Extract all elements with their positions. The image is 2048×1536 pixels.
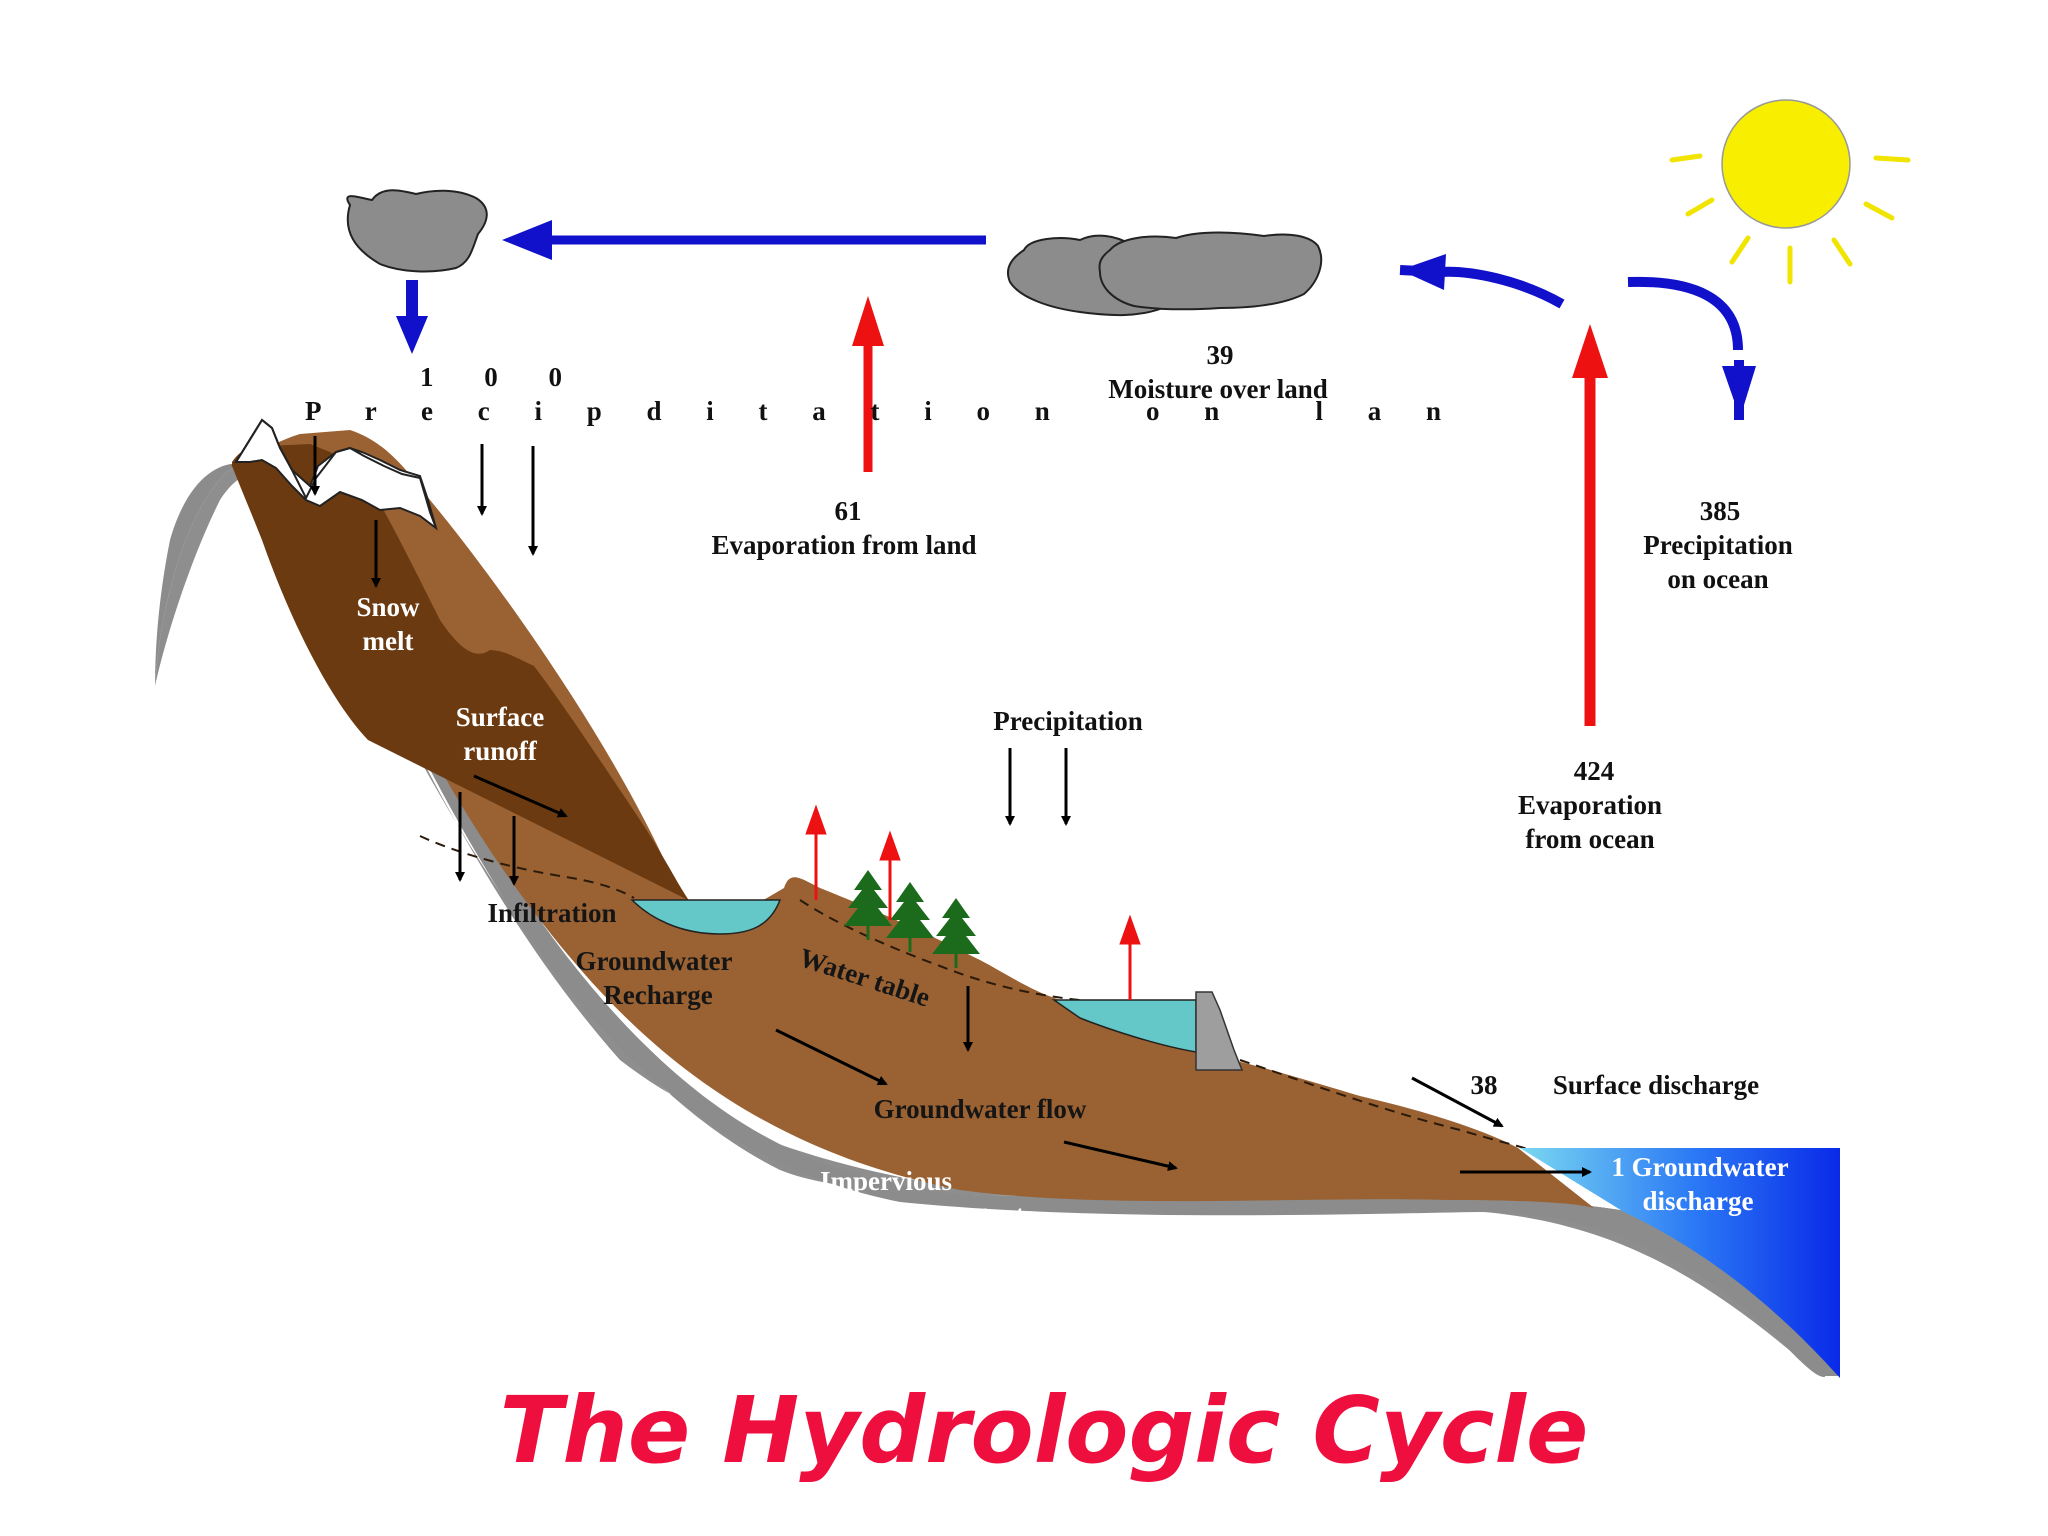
evap-ocean-value: 424 <box>1574 756 1615 786</box>
evap-land-value: 61 <box>835 496 862 526</box>
surface-discharge-value: 38 <box>1471 1070 1498 1100</box>
precipitation-ocean-arrow <box>1627 276 1756 420</box>
moisture-land-value: 39 <box>1207 340 1234 370</box>
ocean-to-land-moisture-arrow <box>1399 254 1565 309</box>
evap-land-label: Evaporation from land <box>711 530 976 560</box>
precip-ocean-value: 385 <box>1700 496 1741 526</box>
groundwater-flow-label: Groundwater flow <box>874 1094 1087 1124</box>
groundwater-recharge-line2: Recharge <box>603 980 712 1010</box>
evaporation-ocean-arrow <box>1572 324 1608 726</box>
tree-icon <box>844 870 980 968</box>
evap-ocean-line1: Evaporation <box>1518 790 1662 820</box>
groundwater-recharge-line1: Groundwater <box>575 946 732 976</box>
precipitation-land-arrow <box>396 280 428 354</box>
lake-upper <box>630 899 782 935</box>
surface-runoff-line2: runoff <box>463 736 538 766</box>
surface-discharge-label: Surface discharge <box>1553 1070 1759 1100</box>
cloud-icon <box>346 189 488 273</box>
water-table-line <box>419 835 1531 1151</box>
surface-runoff-line1: Surface <box>456 702 544 732</box>
dam-icon <box>1195 991 1244 1071</box>
moisture-land-label: Moisture over land <box>1108 374 1328 404</box>
evap-ocean-line2: from ocean <box>1525 824 1654 854</box>
impervious-label: Impervious <box>820 1166 952 1196</box>
flow-arrows <box>310 436 1592 1177</box>
snow-melt-line1: Snow <box>356 592 420 622</box>
ocean <box>1520 1148 1840 1378</box>
cloud-icon <box>1006 231 1323 317</box>
precip-ocean-line2: on ocean <box>1667 564 1768 594</box>
mountain-icon <box>232 418 688 900</box>
precip-ocean-line1: Precipitation <box>1643 530 1792 560</box>
precipitation-label: Precipitation <box>993 706 1142 736</box>
groundwater-discharge-line1: 1 Groundwater <box>1611 1152 1788 1182</box>
transpiration-arrows <box>805 804 1141 1000</box>
sun-icon <box>1669 99 1911 285</box>
page-title: The Hydrologic Cycle <box>500 1377 1589 1484</box>
groundwater-discharge-line2: discharge <box>1643 1186 1754 1216</box>
evaporation-land-arrow <box>852 296 884 472</box>
precip-land-label: P r e c i p d i t a t i o n o n l a n <box>305 396 1460 426</box>
infiltration-label: Infiltration <box>487 898 616 928</box>
precip-land-value: 1 0 0 <box>420 362 584 392</box>
atmospheric-transport-arrow <box>502 220 986 260</box>
strata-label: strata <box>970 1200 1038 1230</box>
snow-melt-line2: melt <box>363 626 414 656</box>
